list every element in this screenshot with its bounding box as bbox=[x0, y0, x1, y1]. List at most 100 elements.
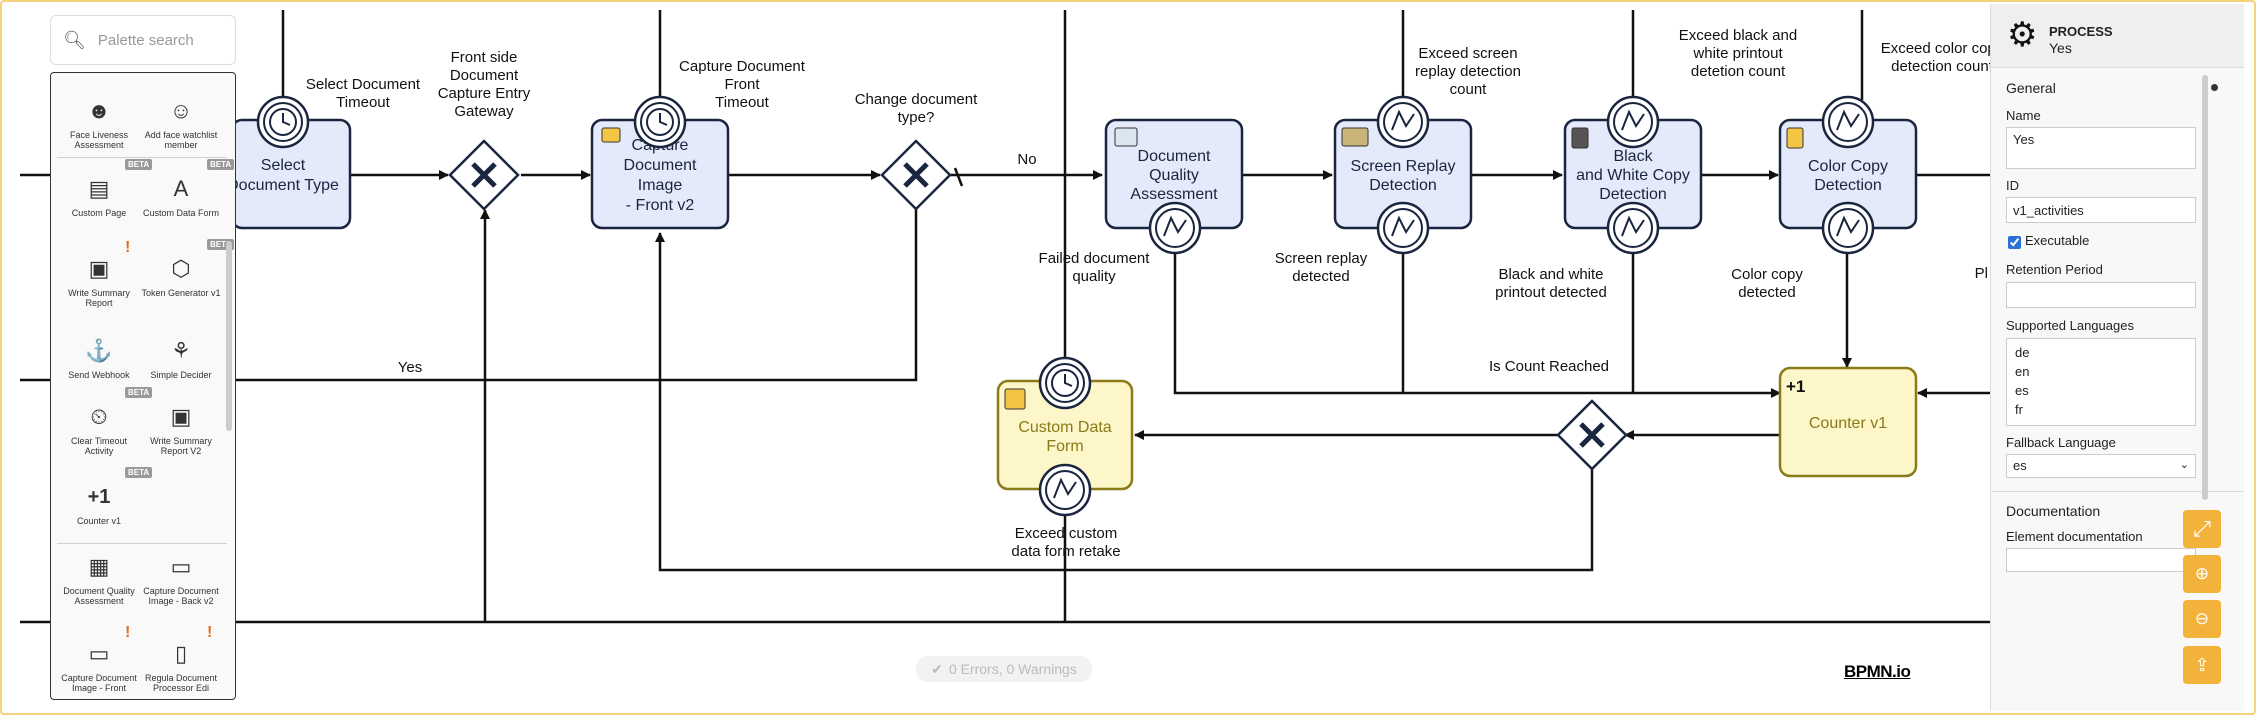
palette-item[interactable]: ▤Custom Page bbox=[59, 173, 139, 218]
palette-item-label: Document Quality Assessment bbox=[63, 586, 135, 607]
palette-item-label: Add face watchlist member bbox=[144, 130, 218, 151]
gateway-front-entry[interactable] bbox=[448, 139, 520, 211]
beta-badge: BETA bbox=[125, 467, 153, 478]
clear-timeout-icon: ⏲ bbox=[90, 404, 108, 429]
palette-item[interactable]: ⬡Token Generator v1 bbox=[141, 253, 221, 298]
palette-item[interactable]: ▭Capture Document Image - Front bbox=[59, 638, 139, 694]
capture-icon bbox=[601, 127, 621, 143]
palette-item[interactable]: ⚓ Send Webhook bbox=[59, 335, 139, 380]
palette-separator bbox=[57, 543, 227, 544]
chevron-down-icon: ⌄ bbox=[2179, 459, 2189, 471]
language-option[interactable]: es bbox=[2015, 383, 2029, 398]
palette-item-label: Custom Data Form bbox=[142, 208, 220, 218]
name-field[interactable]: Yes bbox=[2006, 127, 2196, 169]
palette-item[interactable]: ▭Capture Document Image - Back v2 bbox=[141, 551, 221, 607]
error-boundary-event[interactable] bbox=[1376, 95, 1430, 149]
fallback-label: Fallback Language bbox=[2006, 435, 2116, 450]
palette-item[interactable]: ▣Write Summary Report V2 bbox=[141, 401, 221, 457]
dot-icon bbox=[2211, 84, 2218, 91]
error-boundary-event[interactable] bbox=[1376, 201, 1430, 255]
fullscreen-button[interactable]: ⤢ bbox=[2183, 510, 2221, 548]
zoom-in-button[interactable]: ⊕ bbox=[2183, 555, 2221, 593]
fallback-select[interactable]: es ⌄ bbox=[2006, 454, 2196, 478]
language-option[interactable]: de bbox=[2015, 345, 2030, 360]
timer-boundary-event[interactable] bbox=[256, 95, 310, 149]
language-option[interactable]: fr bbox=[2015, 402, 2023, 417]
palette-scrollbar[interactable] bbox=[226, 241, 232, 431]
flow-line[interactable] bbox=[1173, 253, 1781, 398]
palette-item-label: Write Summary Report bbox=[68, 288, 130, 309]
palette-item-label: Counter v1 bbox=[76, 516, 122, 526]
default-flow-mark bbox=[953, 167, 964, 187]
task-counter[interactable]: +1 Counter v1 bbox=[1778, 366, 1918, 478]
export-button[interactable]: ⇪ bbox=[2183, 646, 2221, 684]
retention-field[interactable] bbox=[2006, 282, 2196, 308]
palette-item[interactable]: ▦Document Quality Assessment bbox=[59, 551, 139, 607]
gateway-change-doc-type[interactable] bbox=[880, 139, 952, 211]
zoom-out-button[interactable]: ⊖ bbox=[2183, 600, 2221, 638]
error-boundary-event[interactable] bbox=[1038, 463, 1092, 517]
check-icon: ✔ bbox=[931, 660, 943, 677]
palette-item-label: Write Summary Report V2 bbox=[150, 436, 212, 457]
executable-checkbox[interactable] bbox=[2008, 236, 2021, 249]
id-field[interactable] bbox=[2006, 197, 2196, 223]
palette-item[interactable]: ▯Regula Document Processor Edi bbox=[141, 638, 221, 694]
status-text: 0 Errors, 0 Warnings bbox=[948, 661, 1077, 677]
palette-panel: ☻Face Liveness Assessment☺Add face watch… bbox=[50, 72, 236, 700]
error-boundary-event[interactable] bbox=[1821, 201, 1875, 255]
palette-search-input[interactable] bbox=[95, 30, 236, 50]
palette-item[interactable]: ▣ Write Summary Report bbox=[59, 253, 139, 309]
gateway-count-reached[interactable] bbox=[1556, 399, 1628, 471]
flow-line[interactable] bbox=[20, 198, 918, 382]
languages-list[interactable]: de en es fr bbox=[2006, 338, 2196, 426]
token-icon: ⬡ bbox=[171, 256, 191, 281]
palette-item[interactable]: ⏲ Clear Timeout Activity bbox=[59, 401, 139, 457]
executable-label: Executable bbox=[2025, 233, 2090, 248]
divider bbox=[1991, 491, 2244, 492]
id-label: ID bbox=[2006, 178, 2019, 193]
palette-item[interactable]: ☺Add face watchlist member bbox=[141, 95, 221, 151]
palette-item-label: Send Webhook bbox=[68, 370, 130, 380]
bpmn-logo[interactable]: BPMN.io bbox=[1844, 662, 1911, 681]
flow-line[interactable] bbox=[655, 232, 1594, 572]
expand-icon: ⤢ bbox=[2193, 516, 2211, 541]
palette-item-label: Regula Document Processor Edi bbox=[144, 673, 218, 694]
custom-page-icon: ▤ bbox=[88, 176, 110, 201]
timer-boundary-event[interactable] bbox=[1038, 356, 1092, 410]
timer-boundary-event[interactable] bbox=[633, 95, 687, 149]
language-option[interactable]: en bbox=[2015, 364, 2030, 379]
status-badge[interactable]: ✔ 0 Errors, 0 Warnings bbox=[916, 656, 1092, 682]
error-boundary-event[interactable] bbox=[1821, 95, 1875, 149]
palette-item-label: Clear Timeout Activity bbox=[70, 436, 128, 457]
properties-scrollbar[interactable] bbox=[2202, 75, 2208, 500]
error-boundary-event[interactable] bbox=[1148, 201, 1202, 255]
group-documentation[interactable]: Documentation bbox=[2006, 503, 2101, 519]
palette-search[interactable]: 🔍︎ bbox=[50, 15, 236, 65]
report-icon: ▣ bbox=[88, 256, 110, 281]
group-general[interactable]: General bbox=[2006, 80, 2056, 96]
palette-item[interactable]: ⚘Simple Decider bbox=[141, 335, 221, 380]
element-doc-field[interactable] bbox=[2006, 548, 2196, 572]
palette-item-label: Face Liveness Assessment bbox=[69, 130, 129, 151]
screen-replay-icon bbox=[1341, 127, 1369, 147]
error-boundary-event[interactable] bbox=[1606, 201, 1660, 255]
error-boundary-event[interactable] bbox=[1606, 95, 1660, 149]
palette-item[interactable]: ☻Face Liveness Assessment bbox=[59, 95, 139, 151]
webhook-icon: ⚓ bbox=[85, 338, 113, 363]
